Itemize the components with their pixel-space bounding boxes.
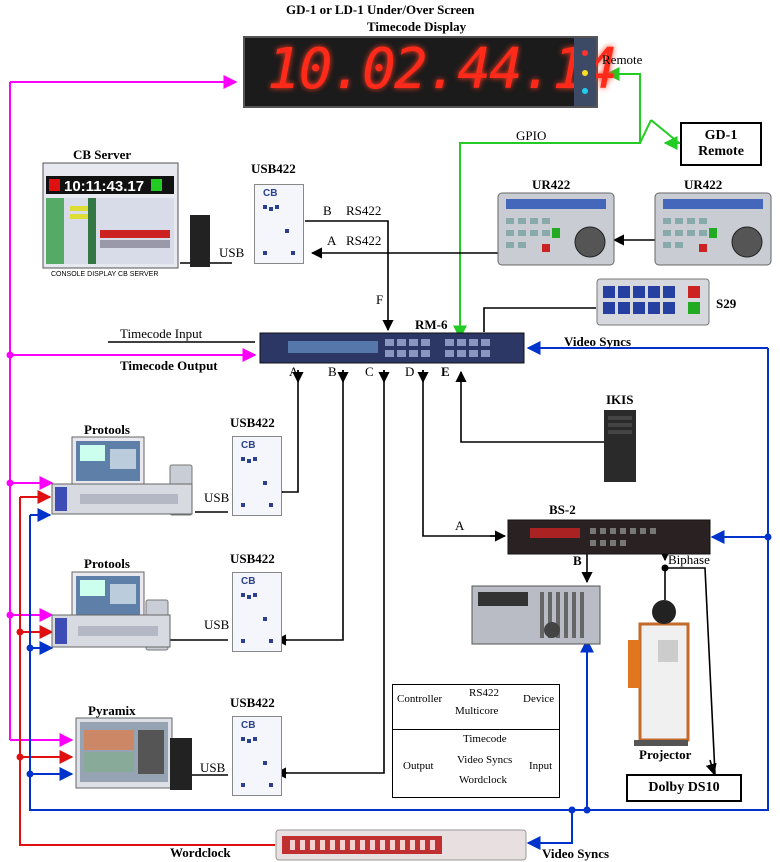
ikis-tower <box>604 410 636 482</box>
projector-unit <box>628 600 690 746</box>
rm6-video-syncs-label: Video Syncs <box>564 334 632 349</box>
usb422-top-device: CB <box>254 184 304 264</box>
rm6-f-label: F <box>376 292 384 307</box>
protools1-usb422-title: USB422 <box>230 415 275 430</box>
gd1-remote-line1: GD-1 <box>704 127 738 143</box>
display-title: GD-1 or LD-1 Under/Over Screen <box>286 2 475 17</box>
legend-video-syncs: Video Syncs <box>457 754 513 766</box>
protools1-workstation <box>51 436 193 516</box>
cb-logo-icon: CB <box>241 720 256 731</box>
wordclock-lines <box>19 490 275 846</box>
bs2-title: BS-2 <box>549 502 576 517</box>
ur422-left-title: UR422 <box>532 177 571 192</box>
pyramix-workstation <box>75 717 192 790</box>
rm6-port-c: C <box>365 364 374 379</box>
yellow-led-icon <box>582 70 588 76</box>
dolby-ds10-box: Dolby DS10 <box>626 774 742 802</box>
rm6-port-e: E <box>441 364 450 379</box>
rm6-port-a: A <box>289 364 299 379</box>
projector-label: Projector <box>639 747 692 762</box>
legend-timecode: Timecode <box>463 733 507 745</box>
legend-box: Controller RS422 Device Multicore Timeco… <box>392 684 560 798</box>
legend-rs422: RS422 <box>469 687 499 699</box>
wordclock-label: Wordclock <box>170 845 231 860</box>
display-subtitle: Timecode Display <box>367 19 467 34</box>
timecode-display: 10.02.44.14 <box>243 36 618 108</box>
usb422-protools2-device: CB <box>232 572 282 652</box>
legend-device: Device <box>523 693 555 705</box>
timecode-digits: 10.02.44.14 <box>267 37 618 102</box>
ur422-right-title: UR422 <box>684 177 723 192</box>
pyramix-usb-label: USB <box>200 760 226 775</box>
bs2-unit <box>507 519 711 555</box>
rs422-a-label: A <box>327 233 337 248</box>
gpio-label: GPIO <box>516 128 547 143</box>
cb-server-caption: CONSOLE DISPLAY CB SERVER <box>51 271 159 278</box>
dolby-ds10-label: Dolby DS10 <box>648 779 720 795</box>
cb-logo-icon: CB <box>241 576 256 587</box>
timecode-output-label: Timecode Output <box>120 358 218 373</box>
recorder-unit <box>471 585 601 645</box>
protools2-usb422-title: USB422 <box>230 551 275 566</box>
ikis-label: IKIS <box>606 392 634 407</box>
legend-multicore: Multicore <box>455 705 499 717</box>
protools2-workstation <box>51 571 171 651</box>
protools2-title: Protools <box>84 556 130 571</box>
rm6-port-d: D <box>405 364 415 379</box>
bs2-a-label: A <box>455 518 465 533</box>
s29-label: S29 <box>716 296 737 311</box>
biphase-label: Biphase <box>668 552 710 567</box>
rm6-unit <box>259 332 525 364</box>
remote-label: Remote <box>602 52 643 67</box>
rs422-b-proto: RS422 <box>346 203 382 218</box>
usb422-protools1-device: CB <box>232 436 282 516</box>
cb-server-usb-label: USB <box>219 245 245 260</box>
multicore-lines <box>453 67 682 340</box>
legend-divider <box>393 729 559 730</box>
display-indicator-strip <box>574 38 596 106</box>
rs422-lines <box>108 220 717 779</box>
cb-logo-icon: CB <box>241 440 256 451</box>
rm6-title: RM-6 <box>415 317 448 332</box>
rs422-a-proto: RS422 <box>346 233 382 248</box>
rm6-port-b: B <box>328 364 337 379</box>
rs422-b-label: B <box>323 203 332 218</box>
cb-logo-icon: CB <box>263 188 278 199</box>
protools2-usb-label: USB <box>204 617 230 632</box>
cyan-led-icon <box>582 88 588 94</box>
protools1-usb-label: USB <box>204 490 230 505</box>
legend-input: Input <box>529 760 553 772</box>
s29-panel <box>596 278 710 326</box>
red-led-icon <box>582 50 588 56</box>
cb-server-monitor <box>42 162 179 269</box>
cb-server-clock: 10:11:43.17 <box>64 178 145 195</box>
pyramix-usb422-title: USB422 <box>230 695 275 710</box>
ur422-left <box>497 192 615 266</box>
legend-wordclock: Wordclock <box>459 774 507 786</box>
legend-output: Output <box>403 760 434 772</box>
cb-server-tower <box>190 215 210 267</box>
usb422-top-title: USB422 <box>251 161 296 176</box>
cb-server-title: CB Server <box>73 147 132 162</box>
pyramix-title: Pyramix <box>88 703 136 718</box>
legend-controller: Controller <box>397 693 443 705</box>
gd1-remote-line2: Remote <box>698 144 744 159</box>
protools1-title: Protools <box>84 422 130 437</box>
usb422-pyramix-device: CB <box>232 716 282 796</box>
wordclock-generator <box>275 829 527 861</box>
ur422-right <box>654 192 772 266</box>
video-sync-lines <box>29 341 769 850</box>
bottom-video-syncs-label: Video Syncs <box>542 846 610 861</box>
timecode-input-label: Timecode Input <box>120 326 203 341</box>
bs2-b-label: B <box>573 553 582 568</box>
